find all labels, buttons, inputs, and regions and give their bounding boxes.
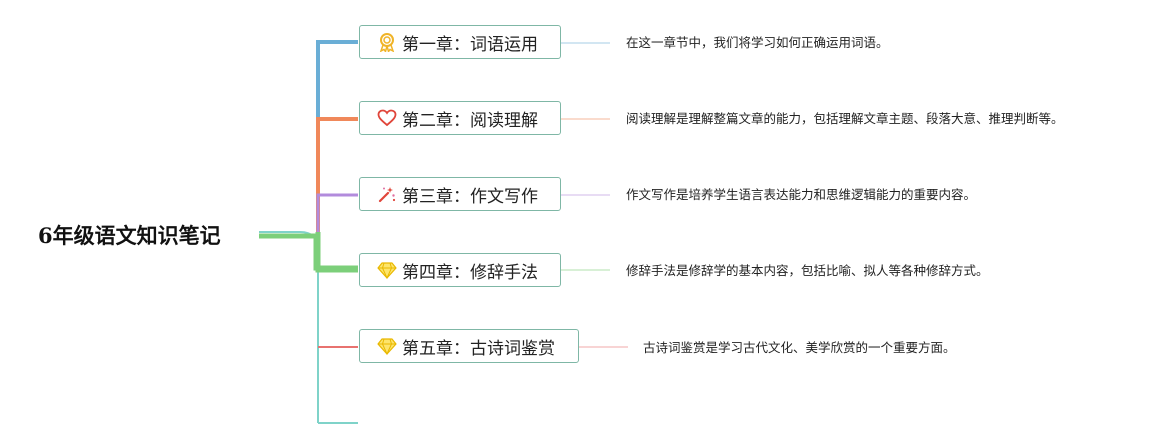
heart-icon — [377, 108, 397, 128]
root-link-accent — [259, 233, 358, 271]
chapter-description-1[interactable]: 在这一章节中，我们将学习如何正确运用词语。 — [626, 35, 889, 50]
chapter-title-3: 第三章：作文写作 — [402, 186, 538, 207]
diamond-icon — [377, 336, 397, 356]
chapter-description-3[interactable]: 作文写作是培养学生语言表达能力和思维逻辑能力的重要内容。 — [626, 187, 977, 202]
chapter-title-1: 第一章：词语运用 — [402, 34, 538, 55]
branch-connector-1 — [316, 40, 358, 232]
magic-wand-icon — [377, 184, 397, 204]
chapter-description-5[interactable]: 古诗词鉴赏是学习古代文化、美学欣赏的一个重要方面。 — [643, 340, 956, 355]
chapter-node-4[interactable]: 第四章：修辞手法 — [359, 253, 561, 287]
diamond-icon — [377, 260, 397, 280]
chapter-node-2[interactable]: 第二章：阅读理解 — [359, 101, 561, 135]
root-topic[interactable]: 6年级语文知识笔记 — [38, 223, 221, 248]
chapter-description-4[interactable]: 修辞手法是修辞学的基本内容，包括比喻、拟人等各种修辞方式。 — [626, 263, 989, 278]
branch-connector-3 — [316, 193, 358, 232]
chapter-node-1[interactable]: 第一章：词语运用 — [359, 25, 561, 59]
chapter-title-4: 第四章：修辞手法 — [402, 262, 538, 283]
chapter-node-5[interactable]: 第五章：古诗词鉴赏 — [359, 329, 579, 363]
branch-connector-2 — [316, 117, 358, 232]
chapter-title-2: 第二章：阅读理解 — [402, 110, 538, 131]
chapter-node-3[interactable]: 第三章：作文写作 — [359, 177, 561, 211]
branch-connector-4 — [315, 232, 358, 273]
chapter-title-5: 第五章：古诗词鉴赏 — [402, 338, 555, 359]
award-ribbon-icon — [377, 32, 397, 52]
chapter-description-2[interactable]: 阅读理解是理解整篇文章的能力，包括理解文章主题、段落大意、推理判断等。 — [626, 111, 1064, 126]
